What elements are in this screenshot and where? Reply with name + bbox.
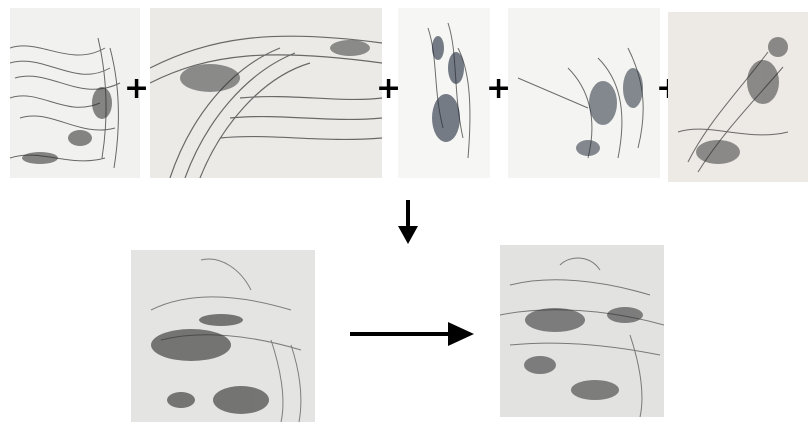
source-sketch-1	[10, 8, 140, 178]
plus-sign-2: +	[376, 74, 400, 104]
sketch-4-drawing	[508, 8, 660, 178]
sketch-1-drawing	[10, 8, 140, 178]
sketch-2-drawing	[150, 8, 382, 178]
down-arrow	[396, 198, 420, 248]
sketch-5-drawing	[668, 12, 808, 182]
composite-collage	[131, 250, 315, 422]
right-arrow	[348, 320, 476, 348]
result-drawing	[500, 245, 664, 417]
sketch-3-drawing	[398, 8, 490, 178]
plus-sign-3: +	[486, 74, 510, 104]
composite-collage-drawing	[131, 250, 315, 422]
result-drawing-strokes	[500, 245, 664, 417]
source-sketch-5	[668, 12, 808, 182]
source-sketch-2	[150, 8, 382, 178]
source-sketch-3	[398, 8, 490, 178]
plus-sign-1: +	[124, 74, 148, 104]
source-sketch-4	[508, 8, 660, 178]
